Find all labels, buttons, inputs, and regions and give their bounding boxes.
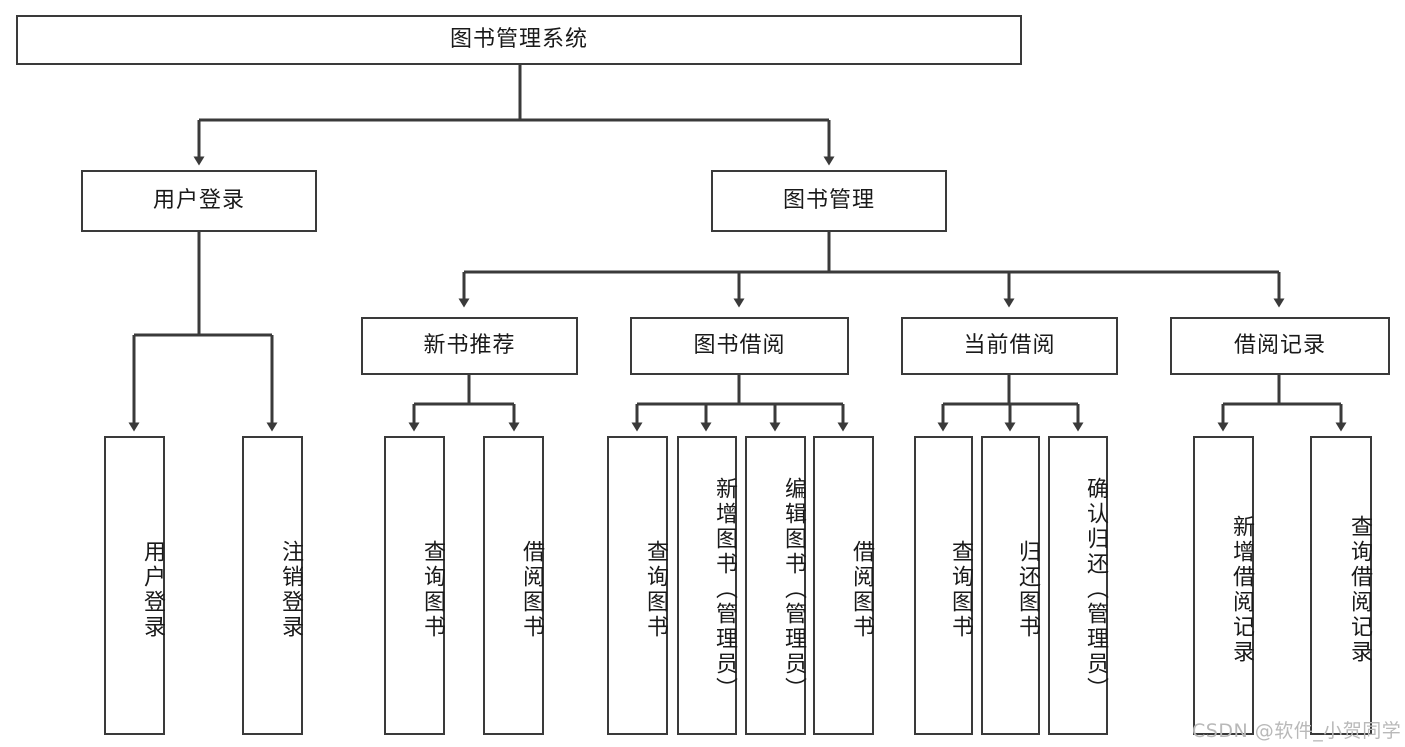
node-current-borrow-label: 当前借阅 (963, 332, 1056, 358)
node-leaf-confirm-return[interactable]: 确认归还（管理员） (1048, 436, 1108, 735)
node-leaf-query-book-2-label: 查询图书 (643, 539, 668, 640)
node-leaf-user-login[interactable]: 用户登录 (104, 436, 165, 735)
node-leaf-return-book-label: 归还图书 (1015, 539, 1040, 640)
node-leaf-query-record-label: 查询借阅记录 (1347, 514, 1372, 665)
node-new-book-rec[interactable]: 新书推荐 (361, 317, 578, 375)
node-leaf-add-record-label: 新增借阅记录 (1229, 514, 1254, 665)
node-leaf-borrow-book-2-label: 借阅图书 (849, 539, 874, 640)
node-leaf-logout-login-label: 注销登录 (278, 539, 303, 640)
node-leaf-query-book-2[interactable]: 查询图书 (607, 436, 668, 735)
node-root-label: 图书管理系统 (449, 26, 588, 52)
node-leaf-query-book-3-label: 查询图书 (948, 539, 973, 640)
node-leaf-edit-book[interactable]: 编辑图书（管理员） (745, 436, 806, 735)
node-leaf-add-book-label: 新增图书（管理员） (712, 477, 737, 702)
node-leaf-return-book[interactable]: 归还图书 (981, 436, 1040, 735)
node-leaf-user-login-label: 用户登录 (140, 539, 165, 640)
node-book-borrow-label: 图书借阅 (693, 332, 786, 358)
node-borrow-record-label: 借阅记录 (1233, 332, 1326, 358)
node-leaf-add-book[interactable]: 新增图书（管理员） (677, 436, 737, 735)
csdn-watermark: CSDN @软件_小贺同学 (1192, 720, 1402, 742)
node-leaf-add-record[interactable]: 新增借阅记录 (1193, 436, 1254, 735)
node-leaf-borrow-book-1-label: 借阅图书 (519, 539, 544, 640)
node-leaf-edit-book-label: 编辑图书（管理员） (781, 477, 806, 702)
node-leaf-query-book-3[interactable]: 查询图书 (914, 436, 973, 735)
node-root[interactable]: 图书管理系统 (16, 15, 1022, 65)
node-leaf-confirm-return-label: 确认归还（管理员） (1083, 477, 1108, 702)
node-book-borrow[interactable]: 图书借阅 (630, 317, 849, 375)
node-leaf-logout-login[interactable]: 注销登录 (242, 436, 303, 735)
node-user-login-label: 用户登录 (152, 187, 245, 213)
node-leaf-query-record[interactable]: 查询借阅记录 (1310, 436, 1372, 735)
node-leaf-borrow-book-2[interactable]: 借阅图书 (813, 436, 874, 735)
node-user-login[interactable]: 用户登录 (81, 170, 317, 232)
node-new-book-rec-label: 新书推荐 (423, 332, 516, 358)
node-current-borrow[interactable]: 当前借阅 (901, 317, 1118, 375)
node-book-manage[interactable]: 图书管理 (711, 170, 947, 232)
node-leaf-query-book-1[interactable]: 查询图书 (384, 436, 445, 735)
node-leaf-query-book-1-label: 查询图书 (420, 539, 445, 640)
node-leaf-borrow-book-1[interactable]: 借阅图书 (483, 436, 544, 735)
node-book-manage-label: 图书管理 (782, 187, 875, 213)
node-borrow-record[interactable]: 借阅记录 (1170, 317, 1390, 375)
